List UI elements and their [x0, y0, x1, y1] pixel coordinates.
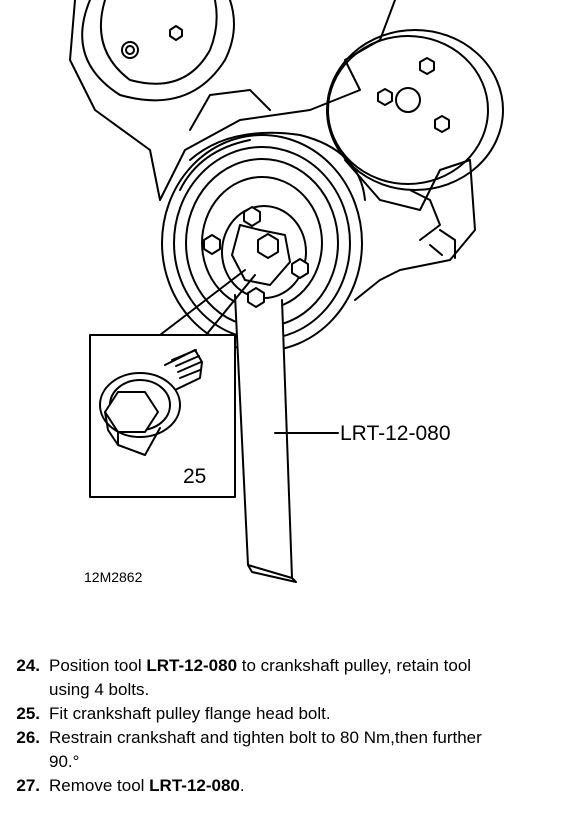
figure-id-label: 12M2862 [84, 569, 143, 585]
step-text: Position tool LRT-12-080 to crankshaft p… [49, 656, 472, 699]
step-26: 26. Restrain crankshaft and tighten bolt… [0, 726, 572, 774]
tool-reference: LRT-12-080 [149, 776, 240, 795]
detail-leader-lines [159, 269, 256, 336]
procedure-steps: 24. Position tool LRT-12-080 to cranksha… [0, 654, 572, 798]
step-24: 24. Position tool LRT-12-080 to cranksha… [0, 654, 572, 702]
detail-number-label: 25 [183, 465, 207, 488]
step-text: Fit crankshaft pulley flange head bolt. [49, 704, 331, 723]
upper-right-pulley [326, 29, 504, 191]
step-text: Remove tool LRT-12-080. [49, 776, 245, 795]
step-number: 27. [16, 776, 40, 795]
engine-block-outline [69, 0, 476, 301]
step-number: 25. [16, 704, 40, 723]
tool-callout-label: LRT-12-080 [340, 422, 451, 445]
crankshaft-pulley-illustration [69, 0, 504, 583]
step-number: 26. [16, 728, 40, 747]
step-text: Restrain crankshaft and tighten bolt to … [49, 728, 482, 771]
step-25: 25. Fit crankshaft pulley flange head bo… [0, 702, 572, 726]
step-number: 24. [16, 656, 40, 675]
detail-inset [89, 334, 236, 498]
step-27: 27. Remove tool LRT-12-080. [0, 774, 572, 798]
tool-reference: LRT-12-080 [146, 656, 238, 675]
upper-left-pulley [81, 0, 235, 102]
tool-lrt-12-080 [203, 205, 309, 583]
